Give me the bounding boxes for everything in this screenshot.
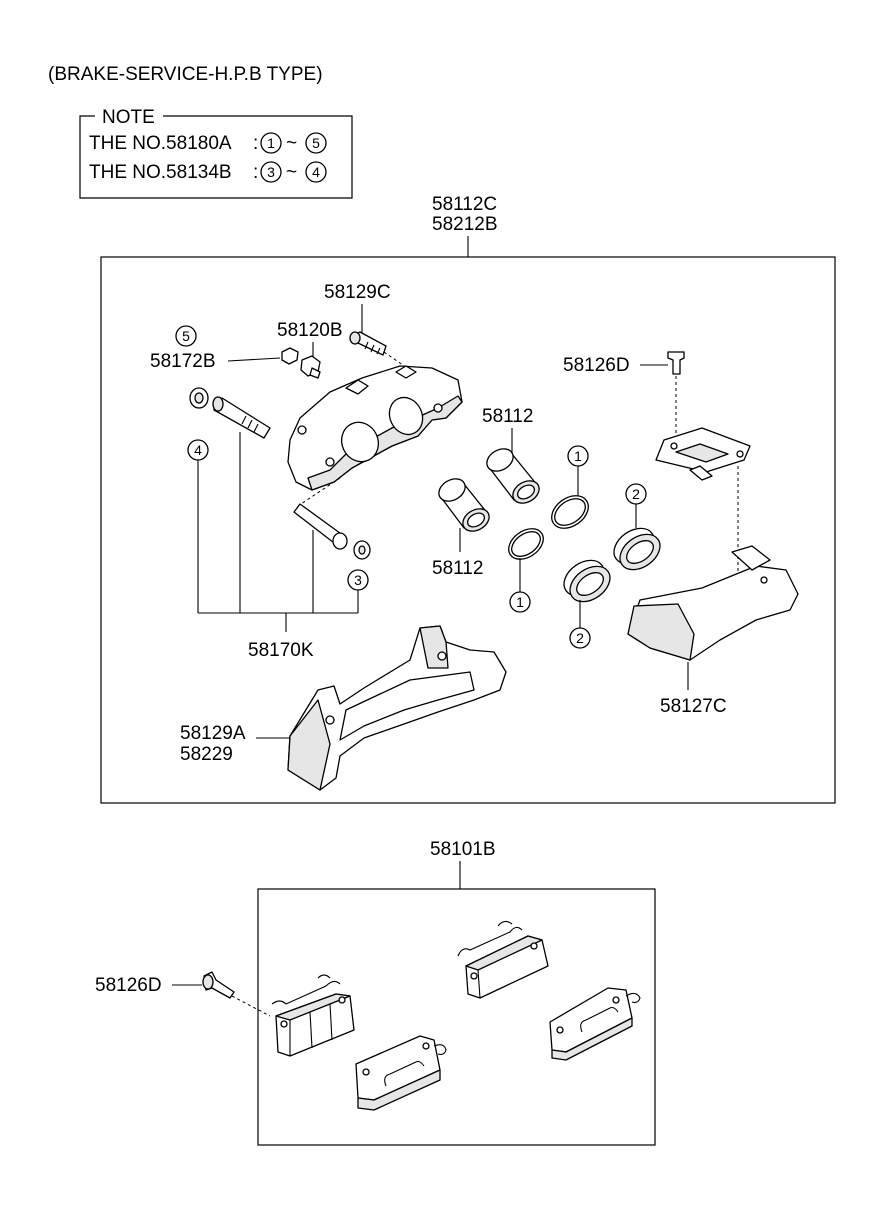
label-guide-pin-kit: 58170K bbox=[248, 640, 314, 661]
callout-5: 5 bbox=[182, 328, 190, 344]
note-line-2-to-circle bbox=[305, 161, 327, 183]
leader-bleeder-cap bbox=[227, 357, 281, 362]
dust-boot-upper-part bbox=[613, 527, 661, 571]
diagram-title: (BRAKE-SERVICE-H.P.B TYPE) bbox=[48, 64, 323, 85]
label-torque-member-2: 58229 bbox=[180, 744, 233, 765]
pad-screw-top-part bbox=[667, 351, 685, 375]
bleeder-cap-part bbox=[281, 347, 299, 365]
label-piston-lower: 58112 bbox=[432, 558, 483, 579]
caliper-body-part bbox=[287, 365, 463, 491]
note-heading: NOTE bbox=[102, 107, 155, 128]
note-line-1-from: 1 bbox=[267, 135, 275, 151]
callout-2-upper: 2 bbox=[632, 486, 640, 502]
long-guide-pin-part bbox=[212, 396, 271, 439]
callout-2-upper-circle bbox=[625, 483, 647, 505]
piston-upper-part bbox=[486, 448, 540, 504]
short-guide-pin-part bbox=[293, 503, 348, 550]
brake-pad-1-part bbox=[271, 974, 355, 1057]
pin-boot-part bbox=[353, 540, 371, 560]
label-pad-screw-top: 58126D bbox=[563, 355, 630, 376]
note-line-2-colon: : bbox=[253, 162, 258, 183]
piston-seal-upper-part bbox=[551, 495, 589, 529]
callout-2-lower-circle bbox=[569, 627, 591, 649]
callout-1-upper: 1 bbox=[574, 448, 582, 464]
pad-retainer-part bbox=[627, 545, 799, 661]
note-line-2-from-circle bbox=[260, 161, 282, 183]
note-line-1-to: 5 bbox=[312, 135, 320, 151]
dust-boot-lower-part bbox=[563, 559, 611, 603]
bleeder-screw-part bbox=[300, 355, 321, 379]
note-box: NOTE THE NO.58180A : 1 ~ 5 THE NO.58134B… bbox=[79, 107, 353, 199]
caliper-assembly-box bbox=[100, 256, 836, 804]
label-torque-member-1: 58129A bbox=[180, 723, 246, 744]
dash-pad-screw-bottom bbox=[231, 995, 271, 1017]
label-pad-kit: 58101B bbox=[430, 839, 496, 860]
label-caliper-assy-2: 58212B bbox=[432, 214, 498, 235]
brake-pad-3-part bbox=[457, 920, 549, 999]
callout-1-lower-circle bbox=[509, 591, 531, 613]
pad-screw-bottom-part bbox=[202, 971, 235, 999]
callout-4: 4 bbox=[194, 442, 202, 458]
note-line-1-to-circle bbox=[305, 132, 327, 154]
note-line-1-from-circle bbox=[260, 132, 282, 154]
callout-1-upper-circle bbox=[567, 445, 589, 467]
callout-2-lower: 2 bbox=[576, 630, 584, 646]
note-line-2-from: 3 bbox=[267, 164, 275, 180]
note-line-2-to: 4 bbox=[312, 164, 320, 180]
anti-rattle-spring-part bbox=[655, 427, 751, 481]
piston-seal-lower-part bbox=[508, 528, 544, 560]
label-guide-bolt: 58129C bbox=[324, 282, 391, 303]
note-line-2-prefix: THE NO.58134B bbox=[89, 162, 232, 183]
dash-short-pin bbox=[297, 477, 341, 507]
label-pad-screw-bottom: 58126D bbox=[95, 975, 162, 996]
note-line-2: THE NO.58134B : 3 ~ 4 bbox=[89, 161, 327, 183]
label-caliper-assy-1: 58112C bbox=[432, 194, 497, 215]
callout-5-circle bbox=[175, 325, 197, 347]
guide-bolt-part bbox=[349, 331, 387, 356]
note-line-2-tilde: ~ bbox=[286, 162, 297, 183]
note-line-1: THE NO.58180A : 1 ~ 5 bbox=[89, 132, 327, 154]
note-line-1-tilde: ~ bbox=[286, 133, 297, 154]
label-bleeder-cap: 58172B bbox=[150, 351, 216, 372]
brake-pad-2-part bbox=[355, 1035, 447, 1111]
bushing-boot-part bbox=[189, 387, 209, 409]
callout-1-lower: 1 bbox=[516, 594, 524, 610]
callout-3: 3 bbox=[354, 572, 362, 588]
torque-member-part bbox=[287, 625, 507, 791]
label-pad-retainer: 58127C bbox=[660, 696, 727, 717]
label-bleeder-screw: 58120B bbox=[277, 320, 343, 341]
pad-kit-box bbox=[257, 888, 656, 1146]
piston-lower-part bbox=[438, 478, 490, 532]
guide-pin-kit-bracket bbox=[197, 432, 359, 632]
brake-pad-4-part bbox=[549, 987, 641, 1061]
label-piston-upper: 58112 bbox=[482, 406, 533, 427]
note-line-1-prefix: THE NO.58180A bbox=[89, 133, 232, 154]
note-line-1-colon: : bbox=[253, 133, 258, 154]
